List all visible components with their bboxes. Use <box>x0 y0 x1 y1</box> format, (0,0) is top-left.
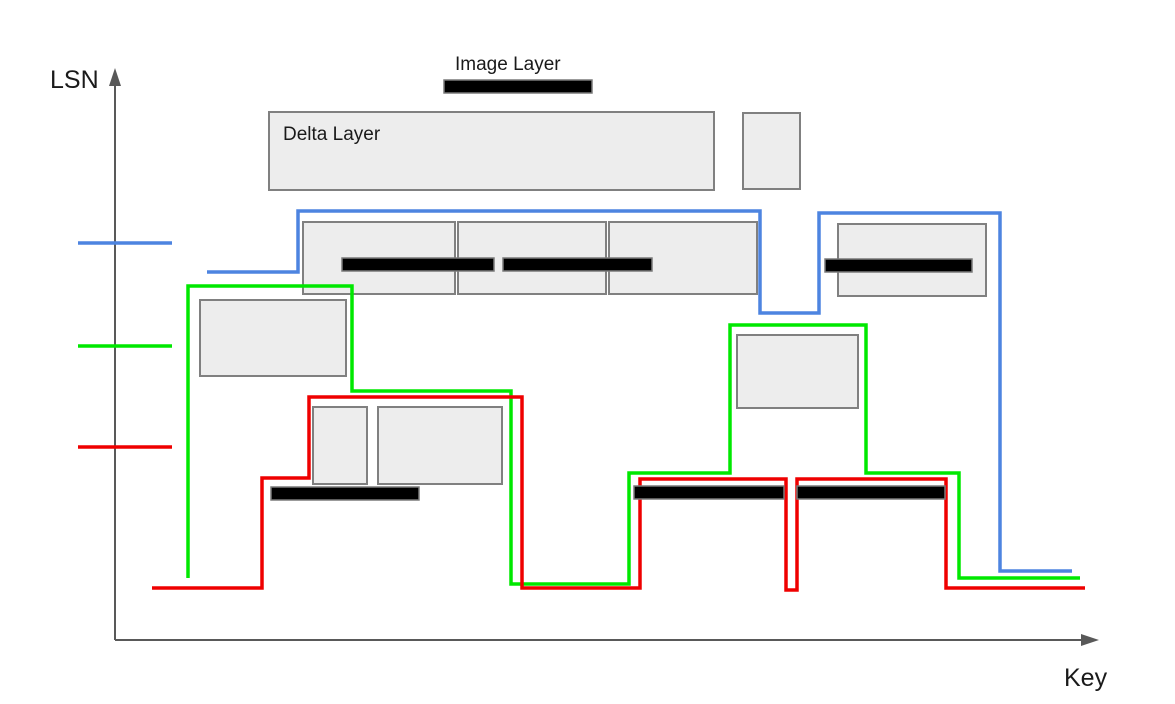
red-level-box-2 <box>377 406 503 485</box>
y-axis-arrow-icon <box>109 68 121 86</box>
x-axis-arrow-icon <box>1081 634 1099 646</box>
red-lsn-curve <box>152 395 1085 592</box>
image-layer-label: Image Layer <box>455 54 561 75</box>
green-level-box-right <box>736 334 859 409</box>
y-axis-label: LSN <box>50 66 99 94</box>
red-level-bar-1 <box>270 486 420 501</box>
red-level-box-1 <box>312 406 368 485</box>
delta-layer-small-box <box>742 112 801 190</box>
green-level-box-left <box>199 299 347 377</box>
x-axis-label: Key <box>1064 664 1108 692</box>
axes-group <box>109 68 1099 646</box>
red-level-bar-2 <box>633 485 785 500</box>
red-level-bar-3 <box>796 485 946 500</box>
blue-level-bar-2 <box>502 257 653 272</box>
blue-level-bar-1 <box>341 257 495 272</box>
image-layer-bar <box>443 79 593 94</box>
green-lsn-curve <box>186 284 1080 586</box>
delta-layer-label: Delta Layer <box>283 124 381 145</box>
delta-layer-wide-box <box>268 111 715 191</box>
lsn-tick-group <box>78 241 172 449</box>
blue-level-bar-3 <box>824 258 973 273</box>
blue-lsn-curve <box>207 209 1072 573</box>
